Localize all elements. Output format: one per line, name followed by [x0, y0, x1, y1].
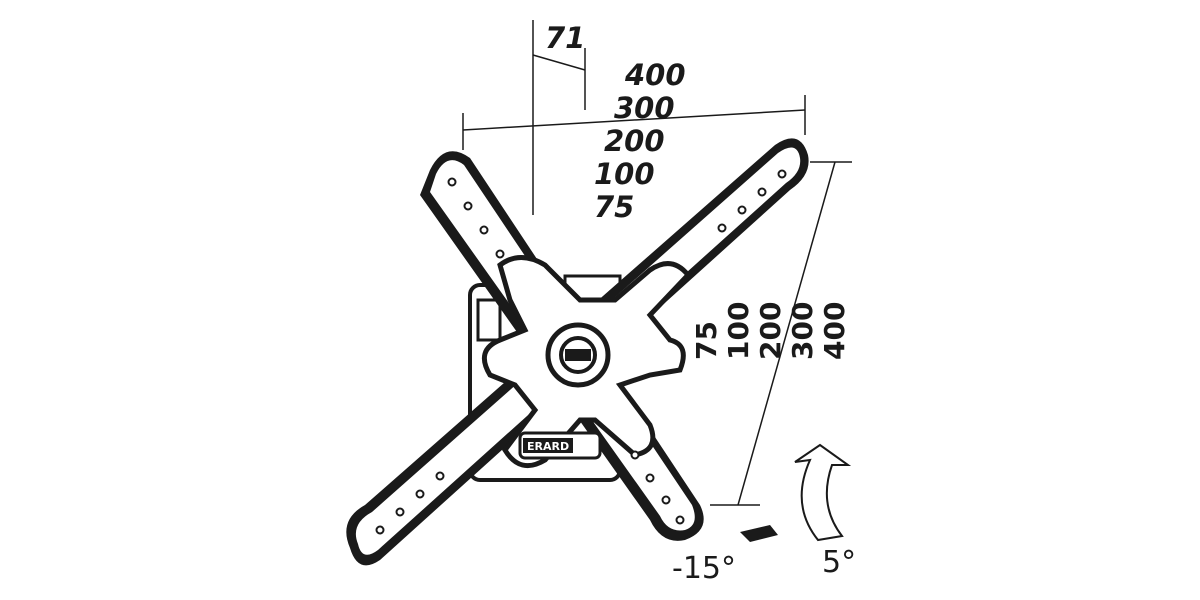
vertical-vesa-200: 200 — [754, 302, 787, 360]
horizontal-dimension-lines — [462, 20, 806, 215]
vertical-vesa-100: 100 — [722, 302, 755, 360]
horizontal-vesa-75: 75 — [594, 190, 634, 224]
horizontal-vesa-400: 400 — [624, 58, 686, 92]
horizontal-vesa-100: 100 — [594, 157, 655, 191]
horizontal-dimension-labels: 71 400 300 200 100 75 — [545, 21, 686, 224]
brand-label: ERARD — [527, 440, 569, 453]
vertical-dimension-labels: 75 100 200 300 400 — [690, 302, 851, 360]
tilt-max-label: 5° — [822, 545, 856, 580]
vertical-vesa-75: 75 — [690, 321, 723, 360]
horizontal-vesa-300: 300 — [614, 91, 675, 125]
tilt-min-label: -15° — [672, 551, 736, 586]
mounting-slots — [375, 169, 787, 535]
brand-badge: ERARD — [518, 431, 602, 460]
vertical-dimension-lines — [710, 161, 852, 506]
tilt-arrows — [740, 443, 852, 542]
offset-label: 71 — [545, 21, 585, 55]
horizontal-vesa-200: 200 — [604, 124, 665, 158]
vertical-vesa-400: 400 — [818, 302, 851, 360]
center-bracket — [481, 255, 692, 469]
vertical-vesa-300: 300 — [786, 302, 819, 360]
